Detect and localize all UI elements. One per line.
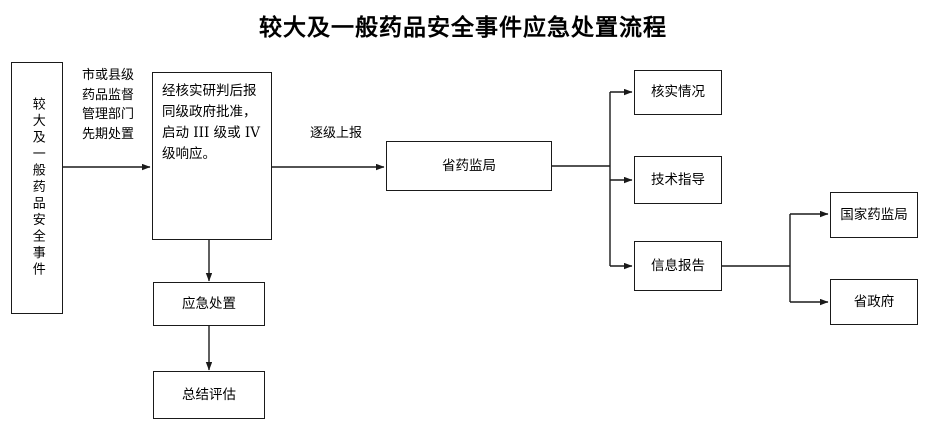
edge-label-initial-handling: 市或县级 药品监督 管理部门 先期处置 bbox=[81, 68, 134, 142]
node-provincial-bureau-label: 省药监局 bbox=[442, 157, 496, 174]
node-technical-guidance[interactable]: 技术指导 bbox=[634, 156, 722, 204]
node-information-report[interactable]: 信息报告 bbox=[634, 241, 722, 291]
node-source-event-label: 较大及一般药品安全事件 bbox=[29, 97, 45, 279]
node-technical-guidance-label: 技术指导 bbox=[651, 171, 705, 188]
node-verify-situation[interactable]: 核实情况 bbox=[634, 70, 722, 115]
node-emergency-response[interactable]: 应急处置 bbox=[153, 282, 265, 326]
node-verify-situation-label: 核实情况 bbox=[651, 84, 705, 101]
node-emergency-response-label: 应急处置 bbox=[182, 295, 236, 312]
node-summary-evaluation-label: 总结评估 bbox=[182, 386, 236, 403]
node-main-process[interactable]: 经核实研判后报 同级政府批准， 启动 III 级或 IV 级响应。 bbox=[152, 72, 272, 240]
node-main-process-label: 经核实研判后报 同级政府批准， 启动 III 级或 IV 级响应。 bbox=[162, 83, 260, 162]
node-summary-evaluation[interactable]: 总结评估 bbox=[153, 371, 265, 419]
node-national-bureau[interactable]: 国家药监局 bbox=[830, 192, 918, 238]
node-source-event[interactable]: 较大及一般药品安全事件 bbox=[11, 62, 63, 314]
node-provincial-government-label: 省政府 bbox=[853, 293, 895, 310]
node-provincial-government[interactable]: 省政府 bbox=[830, 279, 918, 325]
edge-label-report-upward: 逐级上报 bbox=[309, 126, 362, 141]
node-information-report-label: 信息报告 bbox=[651, 257, 705, 274]
node-provincial-bureau[interactable]: 省药监局 bbox=[386, 141, 552, 191]
page-title: 较大及一般药品安全事件应急处置流程 bbox=[259, 14, 667, 41]
node-national-bureau-label: 国家药监局 bbox=[840, 206, 908, 223]
